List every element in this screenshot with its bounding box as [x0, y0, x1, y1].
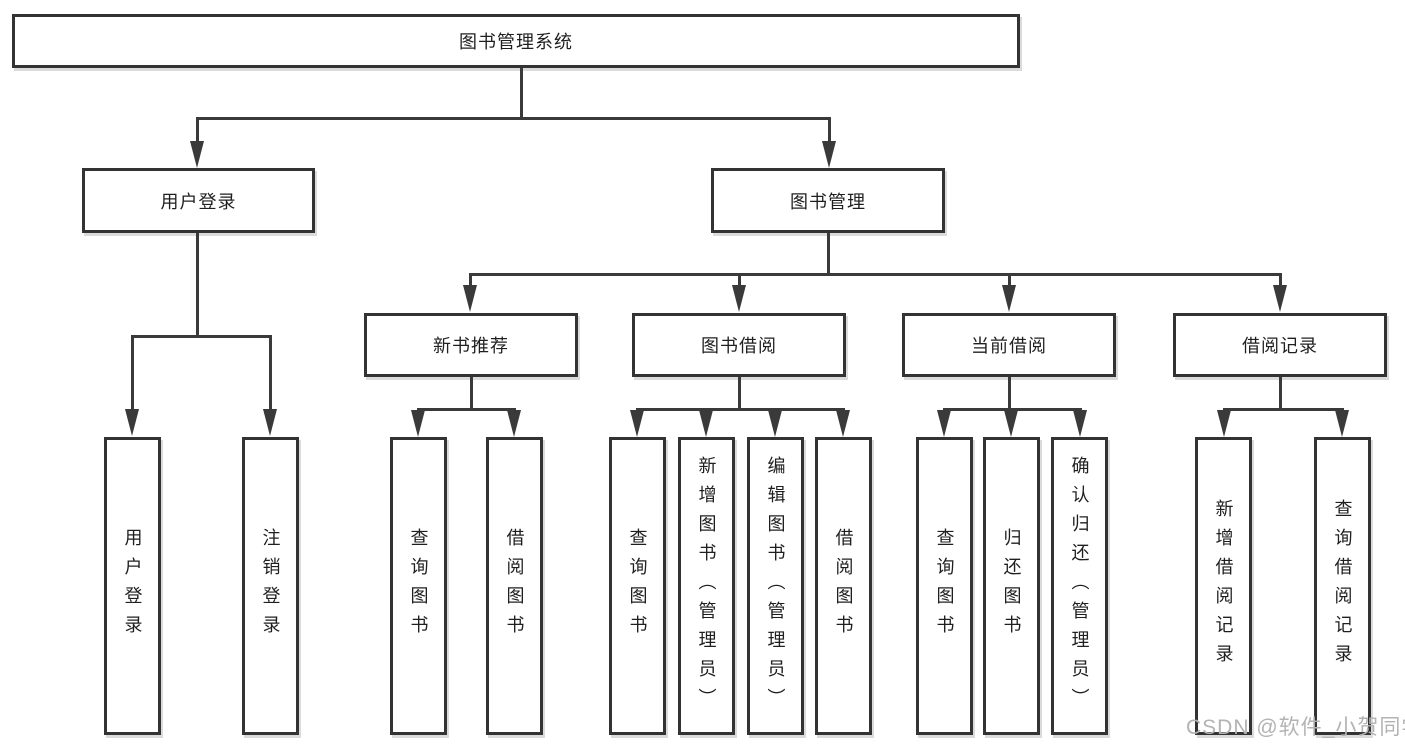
leaf-borrow-books-borrowing: 借阅图书 — [815, 437, 872, 735]
arrowhead-icon — [768, 410, 782, 437]
connector-root-rail — [196, 117, 831, 120]
connector-records-trunk — [1279, 377, 1282, 408]
arrowhead-icon — [263, 409, 277, 436]
leaf-query-books-recommend: 查询图书 — [390, 437, 447, 735]
connector-drop-line — [1008, 273, 1011, 287]
arrowhead-icon — [411, 410, 425, 437]
arrowhead-icon — [822, 141, 836, 168]
arrowhead-icon — [937, 410, 951, 437]
connector-drop-line — [828, 117, 831, 143]
arrowhead-icon — [1217, 410, 1231, 437]
connector-root-trunk — [520, 68, 523, 117]
arrowhead-icon — [732, 285, 746, 312]
connector-drop-line — [196, 117, 199, 143]
leaf-edit-book-admin: 编辑图书（管理员） — [747, 437, 804, 735]
node-label: 用户登录 — [160, 191, 237, 212]
node-label: 借阅图书 — [504, 528, 525, 644]
leaf-add-borrow-record: 新增借阅记录 — [1195, 437, 1252, 735]
node-label: 查询图书 — [627, 528, 648, 644]
node-label: 查询借阅记录 — [1332, 499, 1353, 673]
node-label: 借阅图书 — [833, 528, 854, 644]
node-label: 查询图书 — [934, 528, 955, 644]
node-label: 查询图书 — [408, 528, 429, 644]
node-new-book-recommendation: 新书推荐 — [364, 313, 578, 377]
node-label: 新增借阅记录 — [1213, 499, 1234, 673]
leaf-return-books: 归还图书 — [983, 437, 1040, 735]
arrowhead-icon — [630, 410, 644, 437]
node-label: 确认归还（管理员） — [1069, 455, 1090, 717]
node-label: 编辑图书（管理员） — [765, 455, 786, 717]
node-label: 归还图书 — [1001, 528, 1022, 644]
arrowhead-icon — [836, 410, 850, 437]
connector-drop-line — [738, 273, 741, 287]
node-book-management: 图书管理 — [711, 168, 945, 233]
node-label: 新书推荐 — [433, 336, 509, 356]
node-label: 图书管理系统 — [459, 32, 573, 52]
connector-drop-line — [469, 273, 472, 287]
arrowhead-icon — [1273, 285, 1287, 312]
leaf-user-login: 用户登录 — [104, 437, 161, 735]
node-label: 当前借阅 — [971, 336, 1047, 356]
arrowhead-icon — [1002, 285, 1016, 312]
node-borrowing-records: 借阅记录 — [1173, 313, 1387, 377]
arrowhead-icon — [507, 410, 521, 437]
arrowhead-icon — [190, 141, 204, 168]
node-current-borrowing: 当前借阅 — [902, 313, 1116, 377]
connector-current-rail — [943, 408, 1082, 411]
node-user-login: 用户登录 — [82, 168, 315, 233]
arrowhead-icon — [1335, 410, 1349, 437]
connector-drop-line — [269, 335, 272, 409]
connector-recommend-rail — [417, 408, 516, 411]
node-label: 用户登录 — [122, 528, 143, 644]
connector-mgmt-rail — [469, 273, 1281, 276]
connector-recommend-trunk — [470, 377, 473, 408]
connector-login-rail — [131, 335, 272, 338]
node-label: 图书管理 — [790, 191, 866, 212]
leaf-confirm-return-admin: 确认归还（管理员） — [1051, 437, 1108, 735]
arrowhead-icon — [463, 285, 477, 312]
leaf-logout: 注销登录 — [242, 437, 299, 735]
csdn-watermark: CSDN @软件_小贺同学 — [1186, 716, 1405, 739]
arrowhead-icon — [699, 410, 713, 437]
leaf-borrow-books-recommend: 借阅图书 — [486, 437, 543, 735]
arrowhead-icon — [1004, 410, 1018, 437]
node-label: 图书借阅 — [701, 336, 777, 356]
connector-mgmt-trunk — [827, 233, 830, 273]
node-label: 新增图书（管理员） — [696, 455, 717, 717]
connector-records-rail — [1223, 408, 1344, 411]
leaf-query-books-borrowing: 查询图书 — [609, 437, 666, 735]
leaf-query-borrow-record: 查询借阅记录 — [1314, 437, 1371, 735]
arrowhead-icon — [1073, 410, 1087, 437]
node-book-borrowing: 图书借阅 — [632, 313, 846, 377]
node-label: 注销登录 — [260, 528, 281, 644]
node-library-management-system: 图书管理系统 — [12, 14, 1020, 68]
node-label: 借阅记录 — [1242, 336, 1318, 356]
connector-current-trunk — [1008, 377, 1011, 408]
connector-drop-line — [131, 335, 134, 409]
connector-login-trunk — [196, 233, 199, 335]
connector-drop-line — [1279, 273, 1282, 287]
arrowhead-icon — [125, 409, 139, 436]
connector-borrowing-rail — [636, 408, 845, 411]
leaf-add-book-admin: 新增图书（管理员） — [678, 437, 735, 735]
connector-borrowing-trunk — [738, 377, 741, 408]
leaf-query-books-current: 查询图书 — [916, 437, 973, 735]
